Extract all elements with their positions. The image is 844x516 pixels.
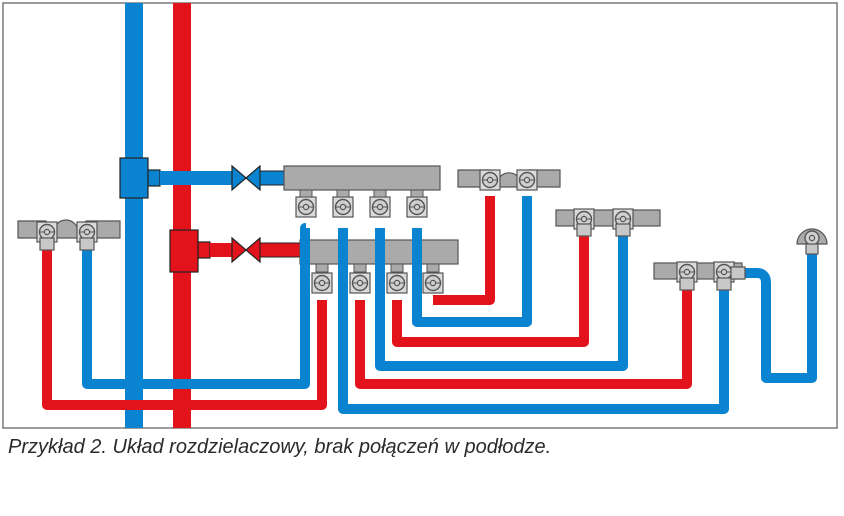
pipe-cold-fixture-top <box>412 196 532 327</box>
manifold-plumbing-diagram <box>2 2 838 429</box>
cold-arrow-icon <box>231 164 285 192</box>
hot-manifold-valves <box>311 263 444 294</box>
pipe-hot-fixture-left <box>42 248 327 410</box>
pipe-hot-fixture-middle <box>392 232 589 347</box>
valve-icon <box>406 196 428 218</box>
figure-caption: Przykład 2. Układ rozdzielaczowy, brak p… <box>8 436 552 458</box>
hot-riser-pipe <box>173 3 191 428</box>
valve-icon <box>349 272 371 294</box>
cold-water-manifold <box>283 165 441 191</box>
valve-icon <box>386 272 408 294</box>
pipe-hot-fixture-top <box>433 196 495 305</box>
pipe-cold-fixture-middle <box>375 228 628 371</box>
wall-outlet-icon <box>796 228 828 255</box>
fixture-fitting-left <box>17 219 121 251</box>
pipe-cold-wall-outlet <box>738 252 817 383</box>
pipe-hot-fixture-lower <box>355 288 692 389</box>
valve-icon <box>369 196 391 218</box>
valve-icon <box>422 272 444 294</box>
valve-icon <box>516 169 538 191</box>
cold-supply-pipe <box>160 171 232 185</box>
valve-icon <box>479 169 501 191</box>
hot-supply-pipe <box>210 243 232 257</box>
fixture-fitting-top <box>457 169 561 191</box>
fixture-fitting-middle <box>555 208 661 237</box>
pipe-cold-fixture-left <box>82 223 310 389</box>
valve-icon <box>332 196 354 218</box>
valve-icon <box>311 272 333 294</box>
fixture-fitting-lower <box>653 261 746 291</box>
hot-arrow-icon <box>231 236 301 264</box>
pipe-cold-fixture-lower <box>338 228 729 414</box>
cold-riser-pipe <box>125 3 143 428</box>
valve-icon <box>295 196 317 218</box>
cold-manifold-valves <box>295 189 428 218</box>
hot-tee-fitting <box>169 229 211 273</box>
cold-tee-fitting <box>119 157 161 199</box>
